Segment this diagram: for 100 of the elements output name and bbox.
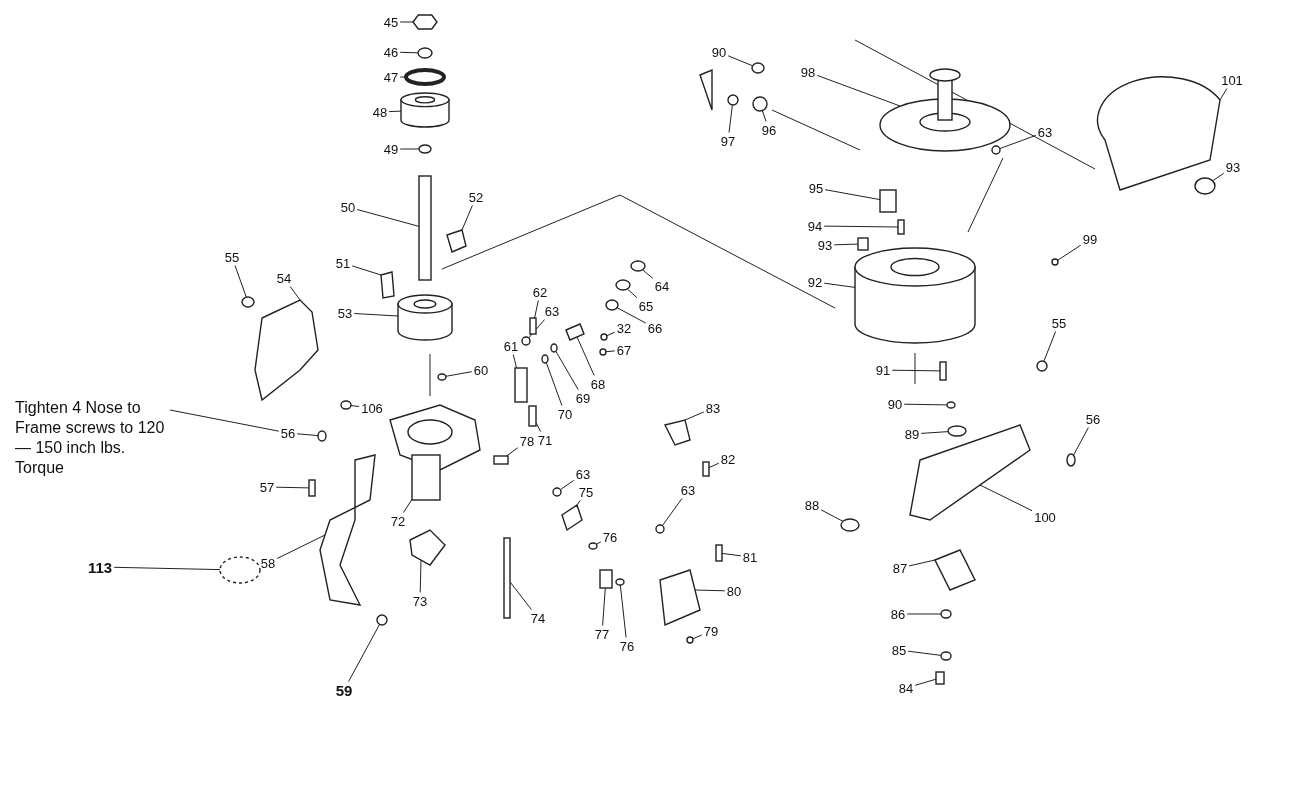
callout-number: 74 <box>530 610 546 626</box>
leader-line <box>234 265 247 298</box>
callout-number: 101 <box>1221 72 1243 88</box>
callout-number: 53 <box>337 305 353 321</box>
spring-drawing <box>529 317 537 335</box>
screw-drawing <box>935 671 945 685</box>
callout-number: 55 <box>224 249 240 265</box>
leader-line <box>728 104 733 133</box>
spring-drawing <box>939 361 947 381</box>
callout-number: 73 <box>412 593 428 609</box>
callout-number: 68 <box>590 376 606 392</box>
washer-drawing <box>600 333 608 341</box>
callout-number: 76 <box>619 638 635 654</box>
callout-number: 70 <box>557 406 573 422</box>
leader-line <box>908 559 936 567</box>
leader-line <box>356 209 420 227</box>
leader-line <box>823 282 856 288</box>
plate-drawing <box>840 518 860 532</box>
callout-number: 113 <box>87 559 113 575</box>
leader-line <box>419 559 422 593</box>
leader-line <box>534 300 539 319</box>
callout-number: 69 <box>575 390 591 406</box>
nut-drawing <box>412 14 438 30</box>
leader-line <box>823 225 899 228</box>
ring-drawing <box>630 260 646 272</box>
leader-line <box>1073 427 1089 456</box>
callout-number: 89 <box>904 426 920 442</box>
leader-line <box>914 678 937 686</box>
callout-number: 100 <box>1034 509 1056 525</box>
callout-number: 63 <box>575 466 591 482</box>
washer-drawing <box>605 299 619 311</box>
leader-line <box>999 134 1037 150</box>
torque-note: Tighten 4 Nose to Frame screws to 120 — 150 inch lbs. Torque <box>15 398 167 478</box>
spring-drawing <box>308 479 316 497</box>
plate-drawing <box>254 299 319 402</box>
plate-drawing <box>659 569 701 626</box>
leader-line <box>528 319 546 339</box>
washer-drawing <box>686 636 694 644</box>
leader-line <box>555 350 579 390</box>
rod-drawing <box>503 537 511 619</box>
washer-drawing <box>599 348 607 356</box>
housing-drawing <box>854 247 976 344</box>
leader-line <box>461 205 473 231</box>
washer-drawing <box>417 47 433 59</box>
callout-number: 65 <box>638 298 654 314</box>
callout-number: 56 <box>1085 411 1101 427</box>
callout-number: 98 <box>800 64 816 80</box>
callout-number: 106 <box>361 400 383 416</box>
callout-number: 87 <box>892 560 908 576</box>
leader-line <box>545 362 563 406</box>
washer-drawing <box>946 401 956 409</box>
leader-line <box>903 403 948 406</box>
o-ring-drawing <box>404 68 446 86</box>
ring-drawing <box>947 425 967 437</box>
leader-line <box>535 422 542 432</box>
leader-line <box>350 405 360 407</box>
pulley-drawing <box>879 68 1011 152</box>
leader-line <box>1219 88 1228 101</box>
leader-line <box>692 634 703 640</box>
callout-number: 81 <box>742 549 758 565</box>
leader-line <box>353 313 399 317</box>
callout-number: 46 <box>383 44 399 60</box>
leader-line <box>296 433 319 437</box>
leader-line <box>506 447 519 457</box>
callout-number: 50 <box>340 199 356 215</box>
callout-number: 99 <box>1082 231 1098 247</box>
lever-drawing <box>664 419 691 446</box>
bracket-drawing <box>409 529 446 566</box>
callout-number: 64 <box>654 278 670 294</box>
washer-drawing <box>521 336 531 346</box>
leader-line <box>512 354 518 369</box>
callout-number: 63 <box>544 303 560 319</box>
leader-line <box>113 566 221 571</box>
callout-number: 90 <box>711 44 727 60</box>
callout-number: 82 <box>720 451 736 467</box>
callout-number: 51 <box>335 255 351 271</box>
callout-number: 94 <box>807 218 823 234</box>
callout-number: 90 <box>887 396 903 412</box>
hidden-part-drawing <box>219 556 261 584</box>
fitting-drawing <box>446 229 467 253</box>
washer-drawing <box>552 487 562 497</box>
callout-number: 71 <box>537 432 553 448</box>
bearing-drawing <box>400 92 450 128</box>
callout-number: 84 <box>898 680 914 696</box>
leader-line <box>907 650 942 656</box>
washer-drawing <box>588 542 598 550</box>
leader-line <box>1212 172 1225 182</box>
callout-number: 57 <box>259 479 275 495</box>
leader-line <box>721 552 742 557</box>
lever-drawing <box>599 569 613 589</box>
screw-drawing <box>493 455 509 465</box>
nut-drawing <box>1036 360 1048 372</box>
leader-line <box>275 486 310 489</box>
leader-line <box>399 51 419 54</box>
leader-line <box>388 110 402 113</box>
leader-line <box>403 498 413 513</box>
callout-number: 62 <box>532 284 548 300</box>
bushing-drawing <box>752 96 768 112</box>
leader-line <box>979 484 1033 512</box>
washer-drawing <box>550 343 558 353</box>
